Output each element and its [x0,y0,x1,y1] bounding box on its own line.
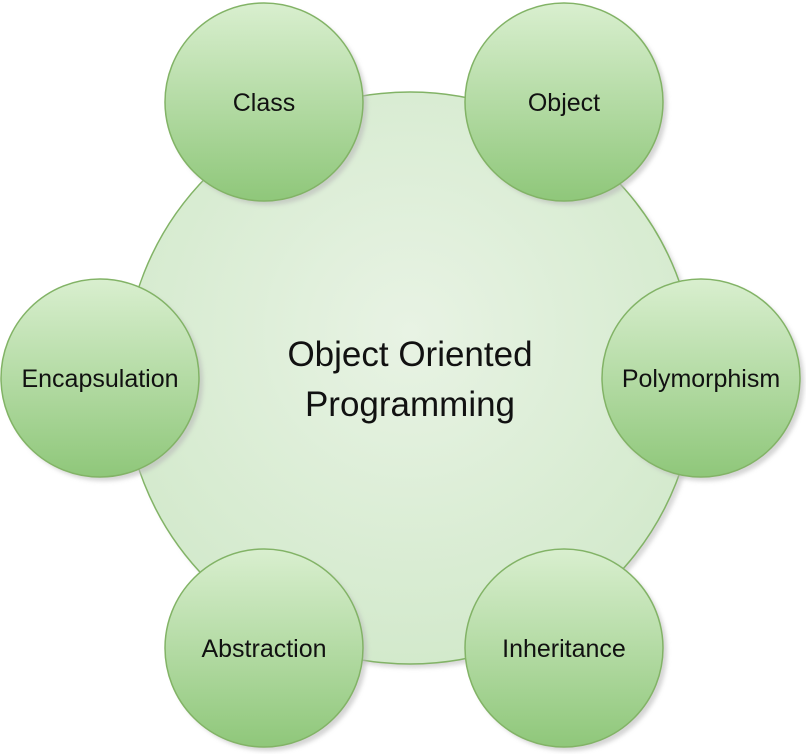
concept-label: Encapsulation [21,365,178,393]
concept-circle [164,2,364,202]
concept-circle [464,2,664,202]
concept-node-class: Class [164,2,367,205]
concept-node-object: Object [464,2,667,205]
concept-circle [0,278,200,478]
concept-label: Abstraction [201,635,326,663]
center-label-line-2: Programming [305,385,515,424]
concept-node-polymorphism: Polymorphism [601,278,804,481]
concept-label: Object [528,89,600,117]
concept-circle [164,548,364,748]
concept-node-encapsulation: Encapsulation [0,278,203,481]
concept-circle [601,278,801,478]
center-label-line-1: Object Oriented [287,335,532,374]
concept-circle [464,548,664,748]
concept-node-abstraction: Abstraction [164,548,367,751]
concept-label: Class [233,89,296,117]
concept-label: Inheritance [502,635,626,663]
center-node: Object Oriented Programming [123,91,700,668]
concept-label: Polymorphism [622,365,780,393]
concept-node-inheritance: Inheritance [464,548,667,751]
